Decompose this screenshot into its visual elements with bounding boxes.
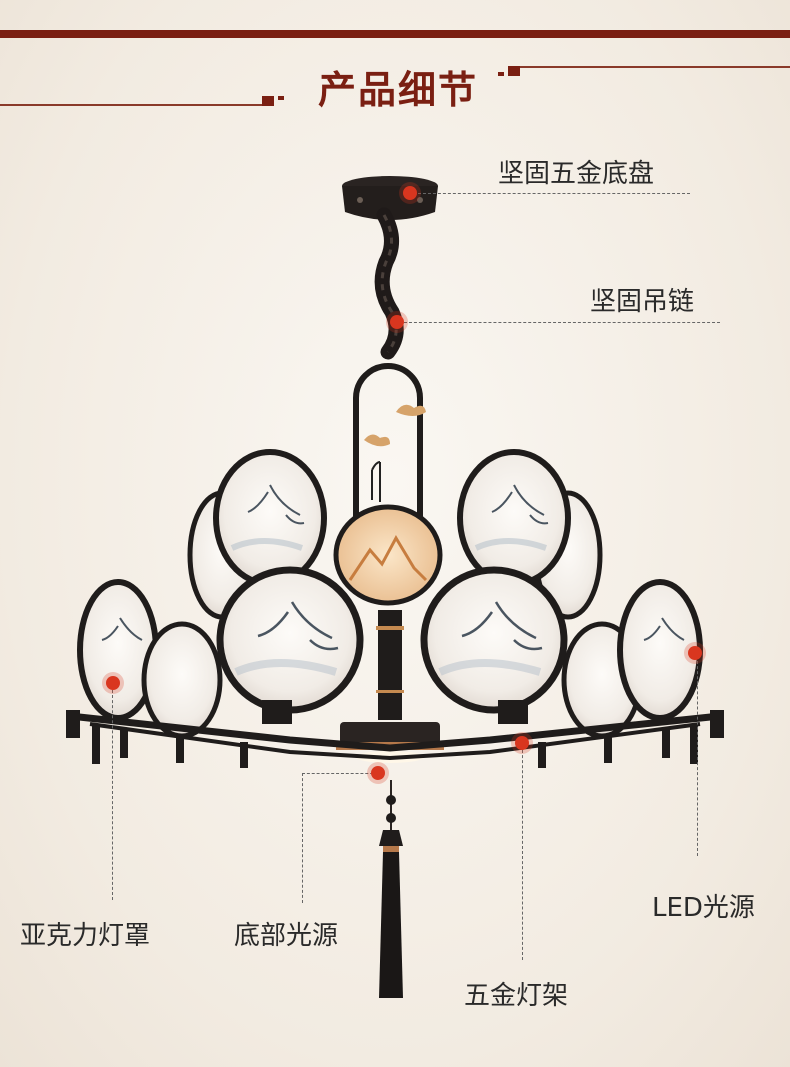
leader-shade [112, 690, 113, 900]
marker-frame [515, 736, 529, 750]
shade-back-right [457, 449, 571, 587]
leader-bottom-light-v [302, 773, 303, 903]
label-frame: 五金灯架 [464, 981, 569, 1011]
header-ornament-right-tick [498, 72, 504, 76]
marker-bottom-light [371, 766, 385, 780]
label-bottom-light: 底部光源 [234, 921, 339, 951]
tassel [379, 780, 403, 998]
leader-bottom-light-h [302, 773, 378, 774]
top-border-bar [0, 30, 790, 38]
shade-front-left-small [141, 621, 223, 739]
leader-chassis [418, 193, 690, 194]
header-ornament-right [508, 66, 520, 76]
shade-front-left [216, 566, 364, 714]
hanging-chain [374, 207, 404, 360]
label-led: LED光源 [652, 893, 755, 923]
label-chassis: 坚固五金底盘 [498, 159, 655, 189]
marker-chassis [403, 186, 417, 200]
header-ornament-left [262, 96, 274, 106]
label-chain: 坚固吊链 [590, 287, 695, 317]
marker-chain [390, 315, 404, 329]
shade-center-mountain [333, 504, 443, 606]
header-ornament-left-tick [278, 96, 284, 100]
marker-shade [106, 676, 120, 690]
shade-front-right [420, 566, 568, 714]
label-shade: 亚克力灯罩 [20, 921, 151, 951]
page-title: 产品细节 [318, 67, 479, 112]
leader-chain [404, 322, 720, 323]
shade-back-left [213, 449, 327, 587]
lamp-frame [66, 700, 724, 768]
header-line-right [520, 66, 790, 68]
header-line-left [0, 104, 262, 106]
leader-frame [522, 745, 523, 960]
leader-led [697, 656, 698, 856]
marker-led [688, 646, 702, 660]
